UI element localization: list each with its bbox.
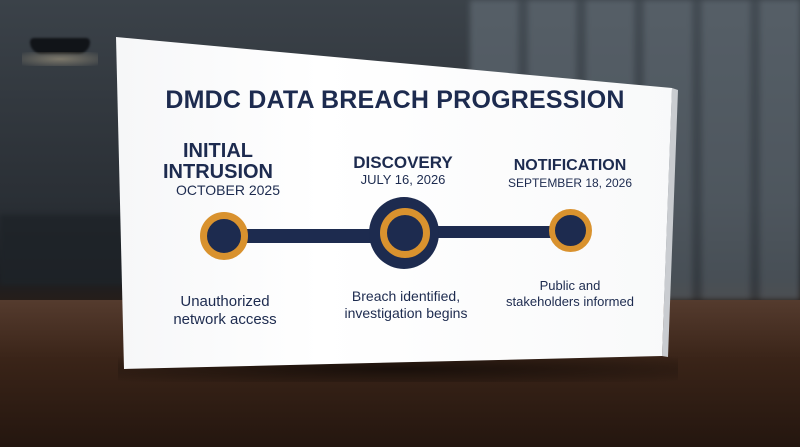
lamp-glow [22, 52, 98, 66]
stage-notification-date: SEPTEMBER 18, 2026 [507, 176, 633, 190]
stage-initial-intrusion-desc-line2: network access [173, 311, 277, 328]
stage-notification-desc-line1: Public and [539, 278, 601, 293]
stage-initial-intrusion-desc-line1: Unauthorized [180, 293, 270, 310]
stage-notification-desc-line2: stakeholders informed [506, 294, 634, 309]
stage-initial-intrusion-title-line2: INTRUSION [163, 161, 273, 183]
stage-discovery-desc-line1: Breach identified, [351, 288, 461, 304]
stage-discovery-title: DISCOVERY [353, 153, 453, 172]
stage-notification-title: NOTIFICATION [513, 157, 627, 174]
timeline-connector-1 [240, 229, 390, 243]
stage-discovery-node [380, 208, 430, 258]
background-desk [0, 215, 130, 285]
diagram-title: DMDC DATA BREACH PROGRESSION [165, 86, 625, 114]
stage-initial-intrusion-date: OCTOBER 2025 [175, 182, 280, 198]
background-lamp [30, 38, 90, 54]
stage-initial-intrusion-node [200, 212, 248, 260]
stage-discovery-desc-line2: investigation begins [344, 305, 468, 321]
stage-discovery-date: JULY 16, 2026 [360, 172, 446, 187]
stage-notification-node [549, 209, 592, 252]
stage-initial-intrusion-title-line1: INITIAL [183, 140, 253, 162]
timeline-connector-2 [430, 226, 560, 238]
